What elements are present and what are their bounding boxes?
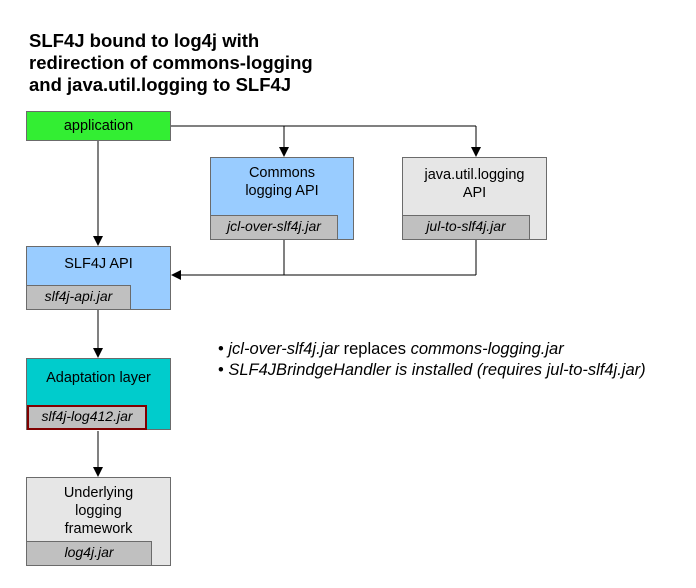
diagram-title: SLF4J bound to log4j with redirection of… xyxy=(29,30,429,96)
commons-label-line-2: logging API xyxy=(245,183,319,199)
commons-jar: jcl-over-slf4j.jar xyxy=(210,215,338,240)
jul-jar: jul-to-slf4j.jar xyxy=(402,215,530,240)
bullet: • xyxy=(218,361,224,379)
note-2-text: SLF4JBrindgeHandler is installed (requir… xyxy=(228,361,646,379)
slf4j-api-label: SLF4J API xyxy=(64,256,133,272)
note-1-jar: jcl-over-slf4j.jar xyxy=(228,340,340,358)
jul-label-line-1: java.util.logging xyxy=(424,167,525,183)
note-1-text: replaces xyxy=(339,340,411,358)
title-line-3: and java.util.logging to SLF4J xyxy=(29,74,292,95)
adaptation-label: Adaptation layer xyxy=(46,370,151,386)
slf4j-api-jar: slf4j-api.jar xyxy=(26,285,131,310)
bullet: • xyxy=(218,340,224,358)
commons-label-line-1: Commons xyxy=(248,165,316,181)
underlying-label-line-2: logging xyxy=(75,503,122,519)
application-label: application xyxy=(63,118,134,134)
note-line-2: • SLF4JBrindgeHandler is installed (requ… xyxy=(218,360,646,381)
underlying-label-line-1: Underlying xyxy=(63,485,134,501)
adaptation-jar: slf4j-log412.jar xyxy=(27,405,147,430)
underlying-jar: log4j.jar xyxy=(26,541,152,566)
notes: • jcl-over-slf4j.jar replaces commons-lo… xyxy=(218,339,646,381)
title-line-2: redirection of commons-logging xyxy=(29,52,313,73)
jul-label-line-2: API xyxy=(462,185,487,201)
application-box: application xyxy=(26,111,171,141)
note-1-replaced-jar: commons-logging.jar xyxy=(410,340,564,358)
underlying-label-line-3: framework xyxy=(64,521,133,537)
note-line-1: • jcl-over-slf4j.jar replaces commons-lo… xyxy=(218,339,646,360)
title-line-1: SLF4J bound to log4j with xyxy=(29,30,260,51)
